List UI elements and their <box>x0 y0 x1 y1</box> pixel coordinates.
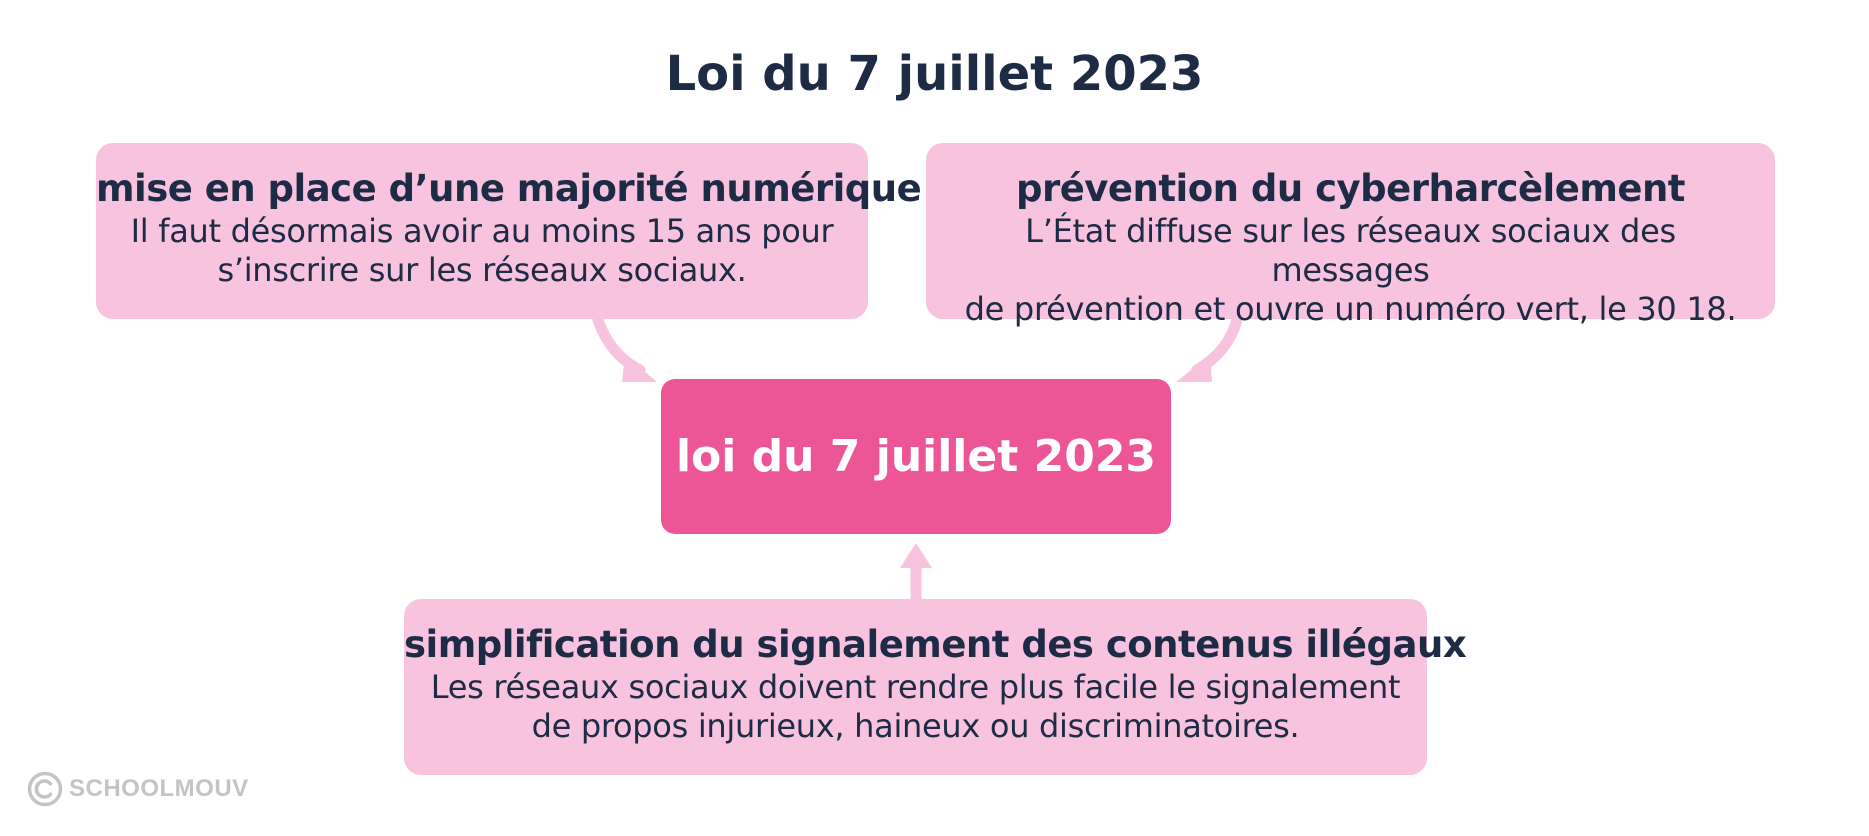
box-text-line: Les réseaux sociaux doivent rendre plus … <box>430 668 1401 706</box>
box-heading: prévention du cyberharcèlement <box>1015 167 1686 210</box>
box-text-line: de prévention et ouvre un numéro vert, l… <box>964 290 1737 328</box>
watermark-text: SCHOOLMOUV <box>69 775 249 802</box>
box-text-line: de propos injurieux, haineux ou discrimi… <box>531 707 1300 745</box>
arrow-head-top-left <box>622 355 657 382</box>
page-title: Loi du 7 juillet 2023 <box>665 46 1204 102</box>
box-majorite-numerique: mise en place d’une majorité numérique I… <box>96 143 922 319</box>
box-text-line: Il faut désormais avoir au moins 15 ans … <box>130 212 834 250</box>
box-text-line: L’État diffuse sur les réseaux sociaux d… <box>1025 212 1676 289</box>
box-text-line: s’inscrire sur les réseaux sociaux. <box>217 251 747 289</box>
central-node: loi du 7 juillet 2023 <box>661 379 1171 534</box>
arrow-head-bottom <box>900 543 932 568</box>
watermark: SCHOOLMOUV <box>27 771 249 807</box>
box-heading: mise en place d’une majorité numérique <box>96 167 922 210</box>
box-heading: simplification du signalement des conten… <box>404 623 1467 666</box>
box-signalement-contenus: simplification du signalement des conten… <box>404 599 1467 775</box>
central-node-label: loi du 7 juillet 2023 <box>675 431 1157 482</box>
arrow-head-top-right <box>1176 355 1212 382</box>
arrow-top-left-to-center <box>592 314 646 376</box>
box-prevention-cyberharcelement: prévention du cyberharcèlement L’État di… <box>926 143 1775 328</box>
copyright-icon <box>27 771 63 807</box>
